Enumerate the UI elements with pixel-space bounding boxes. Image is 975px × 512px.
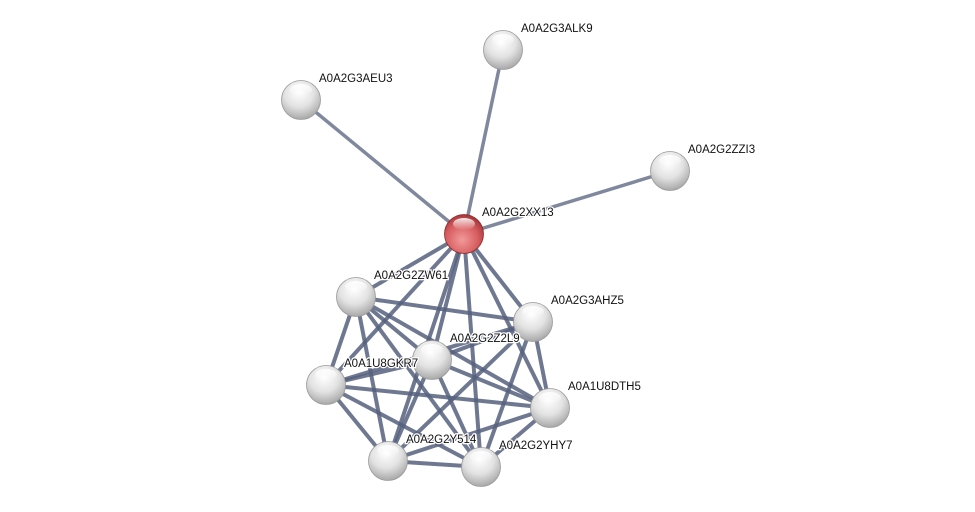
node-highlight	[492, 34, 514, 46]
node-A0A2G2XX13[interactable]: A0A2G2XX13	[444, 206, 555, 254]
node-label[interactable]: A0A1U8DTH5	[567, 380, 642, 395]
node-A0A2G3ALK9[interactable]: A0A2G3ALK9	[483, 22, 594, 70]
edge-A0A2G3AHZ5-A0A2G2Y514[interactable]	[386, 320, 535, 463]
node-label[interactable]: A0A2G2ZZI3	[687, 143, 757, 158]
node-label[interactable]: A0A2G3AHZ5	[550, 294, 625, 309]
node-A0A2G2Y514[interactable]: A0A2G2Y514	[368, 433, 478, 481]
edge-A0A1U8GKR7-A0A2G2YHY7[interactable]	[325, 383, 482, 469]
edge-A0A2G2XX13-A0A2G2YHY7[interactable]	[462, 233, 483, 468]
node-label[interactable]: A0A2G2Y514	[405, 433, 478, 448]
edge-A0A1U8GKR7-A0A1U8DTH5[interactable]	[325, 383, 551, 410]
node-A0A2G3AEU3[interactable]: A0A2G3AEU3	[281, 72, 394, 120]
node-highlight	[290, 84, 312, 96]
edge-A0A2G2XX13-A0A2G3ALK9[interactable]	[462, 49, 505, 235]
node-highlight	[377, 445, 399, 457]
node-A0A2G2YHY7[interactable]: A0A2G2YHY7	[461, 439, 574, 487]
edge-A0A1U8DTH5-A0A2G2Y514[interactable]	[387, 406, 551, 463]
node-label[interactable]: A0A2G2ZW61	[373, 269, 450, 284]
node-highlight	[659, 155, 681, 167]
node-label[interactable]: A0A2G3AEU3	[318, 72, 394, 87]
node-A0A2G2ZZI3[interactable]: A0A2G2ZZI3	[650, 143, 757, 191]
node-highlight	[345, 281, 367, 293]
node-highlight	[421, 344, 443, 356]
node-label[interactable]: A0A2G2Z2L9	[449, 332, 521, 347]
edge-A0A2G2XX13-A0A2G3AEU3[interactable]	[299, 98, 466, 236]
edge-A0A2G2XX13-A0A2G2ZZI3[interactable]	[463, 169, 671, 236]
node-highlight	[453, 218, 475, 230]
node-highlight	[315, 369, 337, 381]
node-A0A2G2Z2L9[interactable]: A0A2G2Z2L9	[412, 332, 521, 380]
node-label[interactable]: A0A2G3ALK9	[520, 22, 594, 37]
node-highlight	[539, 392, 561, 404]
node-highlight	[522, 306, 544, 318]
node-label[interactable]: A0A1U8GKR7	[343, 357, 420, 372]
node-label[interactable]: A0A2G2XX13	[481, 206, 555, 221]
node-A0A2G3AHZ5[interactable]: A0A2G3AHZ5	[513, 294, 625, 342]
edge-A0A2G2XX13-A0A1U8DTH5[interactable]	[462, 233, 552, 409]
node-A0A1U8DTH5[interactable]: A0A1U8DTH5	[530, 380, 642, 428]
edge-A0A2G2ZW61-A0A2G3AHZ5[interactable]	[355, 295, 534, 324]
edge-A0A2G2XX13-A0A2G2ZW61[interactable]	[354, 232, 466, 299]
edge-A0A2G2XX13-A0A1U8GKR7[interactable]	[324, 232, 466, 387]
edge-A0A2G3AHZ5-A0A2G2YHY7[interactable]	[479, 321, 535, 468]
node-A0A1U8GKR7[interactable]: A0A1U8GKR7	[306, 357, 420, 405]
node-A0A2G2ZW61[interactable]: A0A2G2ZW61	[336, 269, 450, 317]
node-label[interactable]: A0A2G2YHY7	[498, 439, 574, 454]
node-highlight	[470, 451, 492, 463]
edge-A0A2G2ZW61-A0A2G2Y514[interactable]	[354, 296, 390, 462]
edge-A0A2G2Z2L9-A0A1U8DTH5[interactable]	[431, 358, 551, 410]
